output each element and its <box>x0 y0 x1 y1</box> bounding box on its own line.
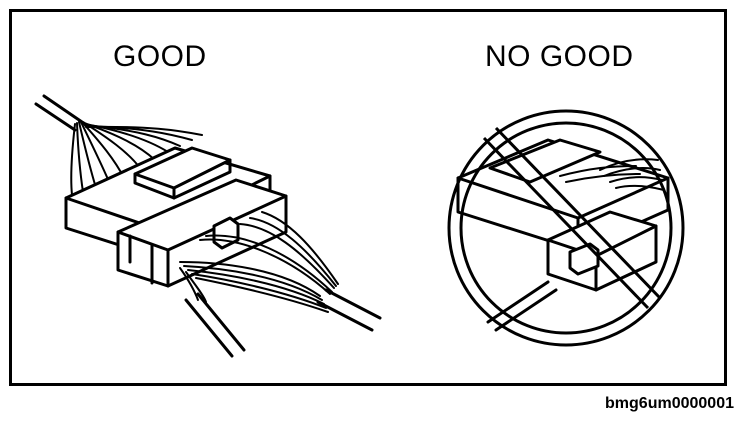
left-harness-icon <box>34 94 84 132</box>
left-wires-icon <box>70 121 203 196</box>
prohibition-circle-icon <box>447 109 685 347</box>
nogood-label: NO GOOD <box>485 40 634 73</box>
good-connector-illustration <box>34 94 382 358</box>
good-label: GOOD <box>113 40 207 73</box>
right-harness-icon <box>184 288 382 358</box>
figure-code: bmg6um0000001 <box>605 395 734 412</box>
right-wires-icon <box>179 211 339 313</box>
